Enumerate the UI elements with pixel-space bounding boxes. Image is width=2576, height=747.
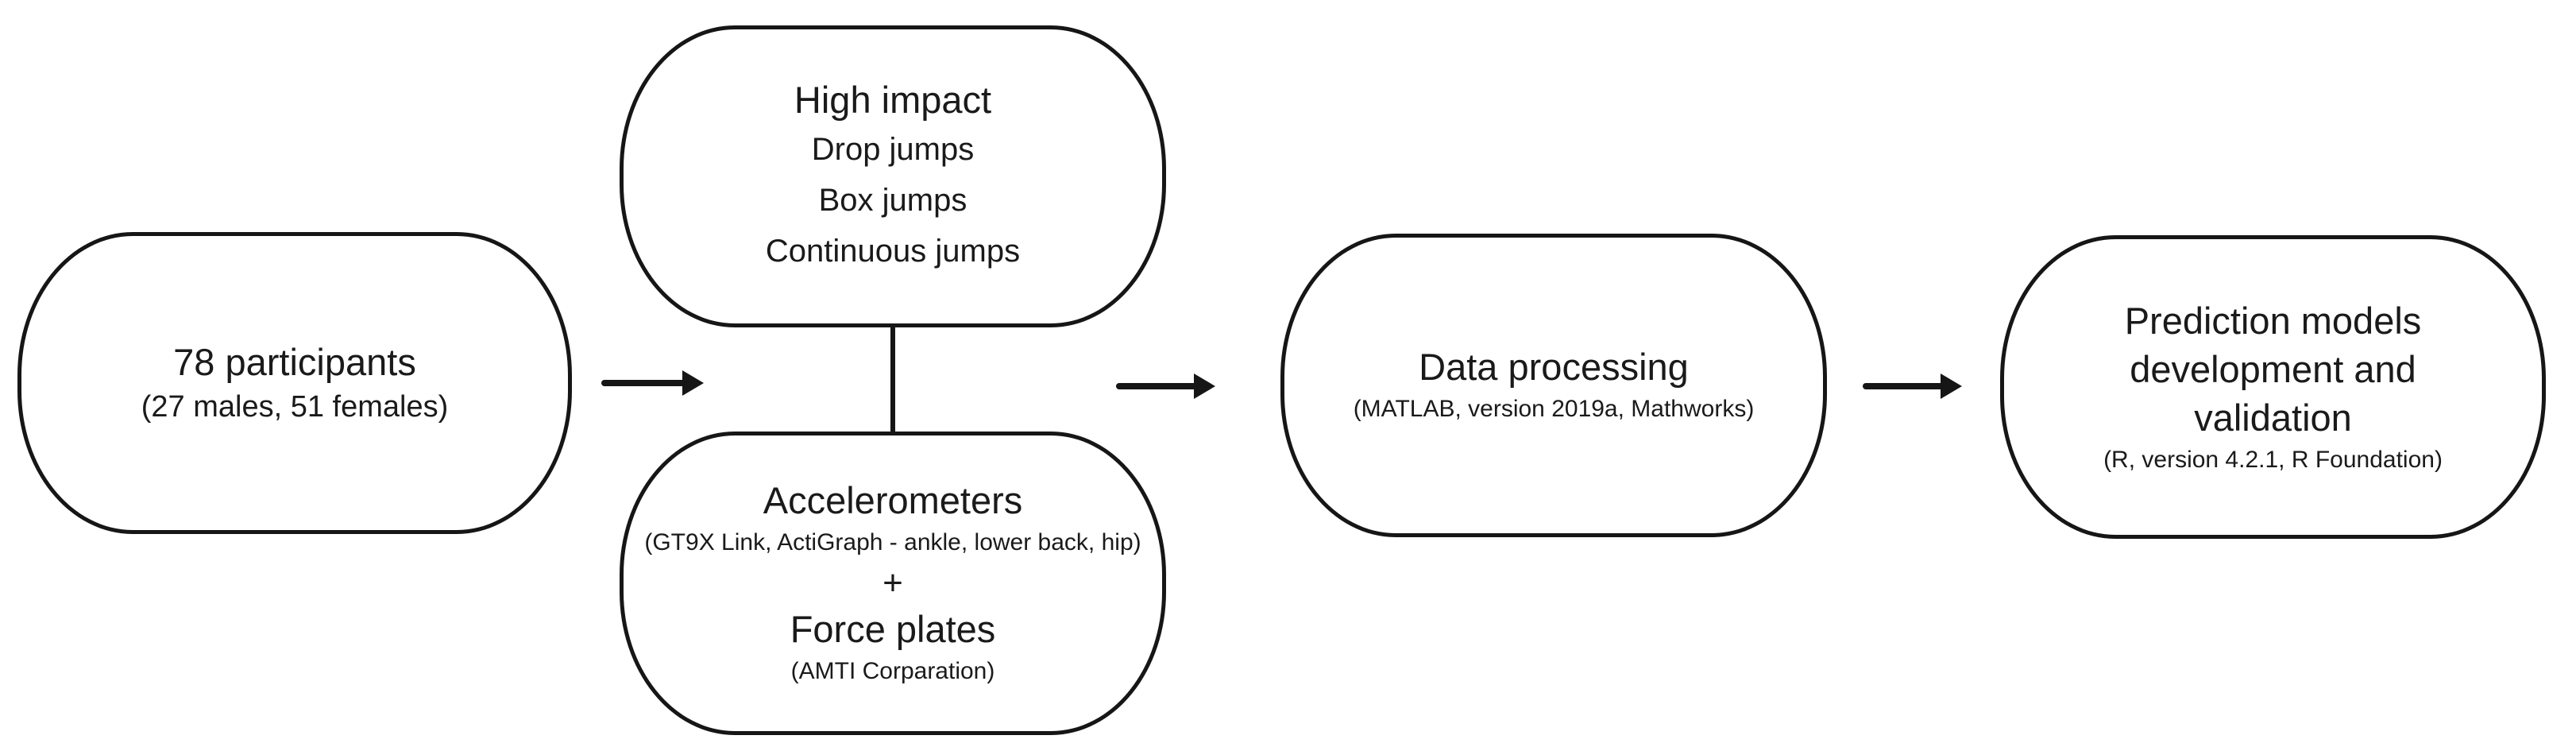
participants-subtitle: (27 males, 51 females) [141,390,449,424]
plus-sign: + [882,563,903,602]
high-impact-item: Drop jumps [811,132,975,167]
node-prediction-models: Prediction models development and valida… [2000,235,2546,539]
arrow-participants-to-protocol-icon [601,370,704,396]
arrow-shaft [1863,383,1946,389]
arrow-head [1941,374,1962,399]
high-impact-item: Continuous jumps [765,234,1021,269]
prediction-subtitle: (R, version 4.2.1, R Foundation) [2103,446,2443,473]
connector-highimpact-to-equipment [890,326,895,434]
arrow-processing-to-models-icon [1863,374,1962,399]
arrow-head [1194,374,1215,399]
participants-title: 78 participants [173,341,416,383]
data-processing-subtitle: (MATLAB, version 2019a, Mathworks) [1353,396,1755,422]
node-equipment: Accelerometers (GT9X Link, ActiGraph - a… [620,432,1166,735]
prediction-title-line: Prediction models [2124,299,2422,342]
arrow-shaft [1116,383,1199,389]
force-plates-title: Force plates [790,608,996,650]
node-participants: 78 participants (27 males, 51 females) [17,232,572,534]
high-impact-item: Box jumps [818,183,967,218]
arrow-shaft [601,380,688,386]
accelerometers-title: Accelerometers [763,479,1023,521]
data-processing-title: Data processing [1419,346,1689,388]
prediction-title-line: validation [2194,396,2352,439]
prediction-title-line: development and [2130,347,2416,390]
force-plates-subtitle: (AMTI Corparation) [790,658,995,684]
arrow-head [682,370,704,396]
arrow-protocol-to-processing-icon [1116,374,1215,399]
node-data-processing: Data processing (MATLAB, version 2019a, … [1280,234,1827,537]
high-impact-title: High impact [794,79,992,121]
node-high-impact: High impact Drop jumps Box jumps Continu… [620,25,1166,327]
accelerometers-subtitle: (GT9X Link, ActiGraph - ankle, lower bac… [644,529,1141,555]
